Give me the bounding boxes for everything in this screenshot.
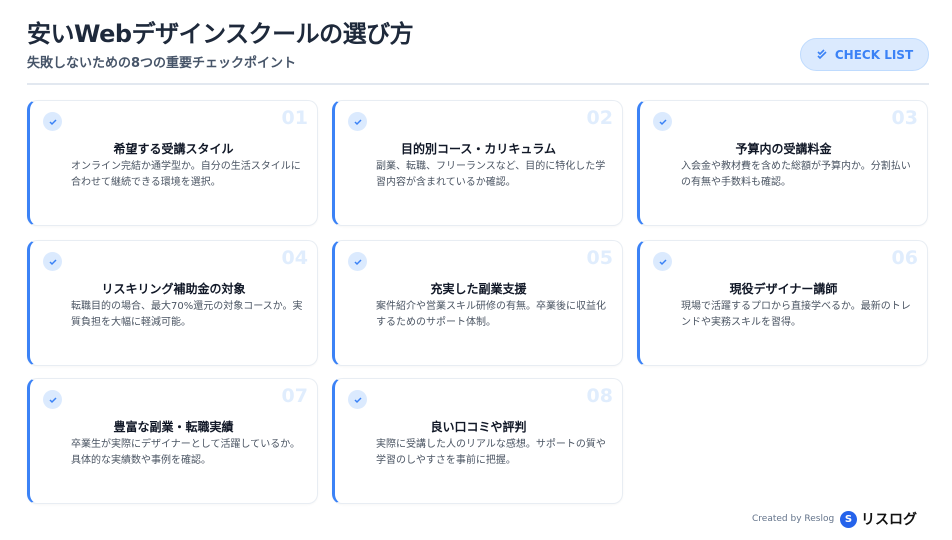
card-title: 希望する受講スタイル xyxy=(113,142,234,156)
card-number: 04 xyxy=(281,247,308,269)
card-number: 03 xyxy=(891,107,918,129)
credit-text: Created by Reslog xyxy=(752,514,835,524)
check-icon xyxy=(43,390,62,409)
card-title: 充実した副業支援 xyxy=(430,282,527,296)
check-icon xyxy=(348,252,367,271)
card-description: オンライン完結か通学型か。自分の生活スタイルに合わせて継続できる環境を選択。 xyxy=(71,161,301,188)
card-description: 卒業生が実際にデザイナーとして活躍しているか。具体的な実績数や事例を確認。 xyxy=(71,439,300,466)
checkpoint-card: 07 豊富な副業・転職実績 卒業生が実際にデザイナーとして活躍しているか。具体的… xyxy=(27,378,318,504)
card-description: 実際に受講した人のリアルな感想。サポートの質や学習のしやすさを事前に把握。 xyxy=(376,439,606,466)
checkpoint-card: 02 目的別コース・カリキュラム 副業、転職、フリーランスなど、目的に特化した学… xyxy=(332,100,623,226)
card-description: 副業、転職、フリーランスなど、目的に特化した学習内容が含まれているか確認。 xyxy=(376,161,606,188)
card-description: 案件紹介や営業スキル研修の有無。卒業後に収益化するためのサポート体制。 xyxy=(376,301,606,328)
checkpoint-card: 04 リスキリング補助金の対象 転職目的の場合、最大70%還元の対象コースか。実… xyxy=(27,240,318,366)
checkpoint-card: 05 充実した副業支援 案件紹介や営業スキル研修の有無。卒業後に収益化するための… xyxy=(332,240,623,366)
card-title: 現役デザイナー講師 xyxy=(729,282,838,296)
page-subtitle: 失敗しないための8つの重要チェックポイント xyxy=(27,56,297,71)
checkpoint-card: 01 希望する受講スタイル オンライン完結か通学型か。自分の生活スタイルに合わせ… xyxy=(27,100,318,226)
card-number: 05 xyxy=(586,247,613,269)
check-list-label: CHECK LIST xyxy=(834,47,914,62)
card-title: リスキリング補助金の対象 xyxy=(101,282,246,296)
header-divider xyxy=(27,83,929,85)
card-number: 01 xyxy=(281,107,308,129)
card-title: 良い口コミや評判 xyxy=(430,420,527,434)
card-title: 豊富な副業・転職実績 xyxy=(113,420,234,434)
card-description: 現場で活躍するプロから直接学べるか。最新のトレンドや実務スキルを習得。 xyxy=(681,301,911,328)
double-check-icon xyxy=(817,48,827,59)
check-icon xyxy=(653,112,672,131)
card-number: 07 xyxy=(281,385,308,407)
card-number: 06 xyxy=(891,247,918,269)
check-icon xyxy=(653,252,672,271)
checkpoint-card: 06 現役デザイナー講師 現場で活躍するプロから直接学べるか。最新のトレンドや実… xyxy=(637,240,928,366)
card-number: 08 xyxy=(586,385,613,407)
page-title: 安いWebデザインスクールの選び方 xyxy=(27,20,414,48)
reslog-logo: S リスログ xyxy=(840,509,917,529)
reslog-logo-icon: S xyxy=(840,510,857,528)
check-icon xyxy=(43,252,62,271)
card-description: 転職目的の場合、最大70%還元の対象コースか。実質負担を大幅に軽減可能。 xyxy=(71,301,303,328)
check-icon xyxy=(348,112,367,131)
logo-text: リスログ xyxy=(861,512,917,528)
check-icon xyxy=(348,390,367,409)
checkpoint-card: 08 良い口コミや評判 実際に受講した人のリアルな感想。サポートの質や学習のしや… xyxy=(332,378,623,504)
checkpoint-card: 03 予算内の受講料金 入会金や教材費を含めた総額が予算内か。分割払いの有無や手… xyxy=(637,100,928,226)
check-icon xyxy=(43,112,62,131)
card-title: 目的別コース・カリキュラム xyxy=(400,142,557,156)
card-number: 02 xyxy=(586,107,613,129)
card-description: 入会金や教材費を含めた総額が予算内か。分割払いの有無や手数料も確認。 xyxy=(681,161,911,188)
card-title: 予算内の受講料金 xyxy=(735,142,832,156)
check-list-button[interactable]: CHECK LIST xyxy=(800,38,929,71)
